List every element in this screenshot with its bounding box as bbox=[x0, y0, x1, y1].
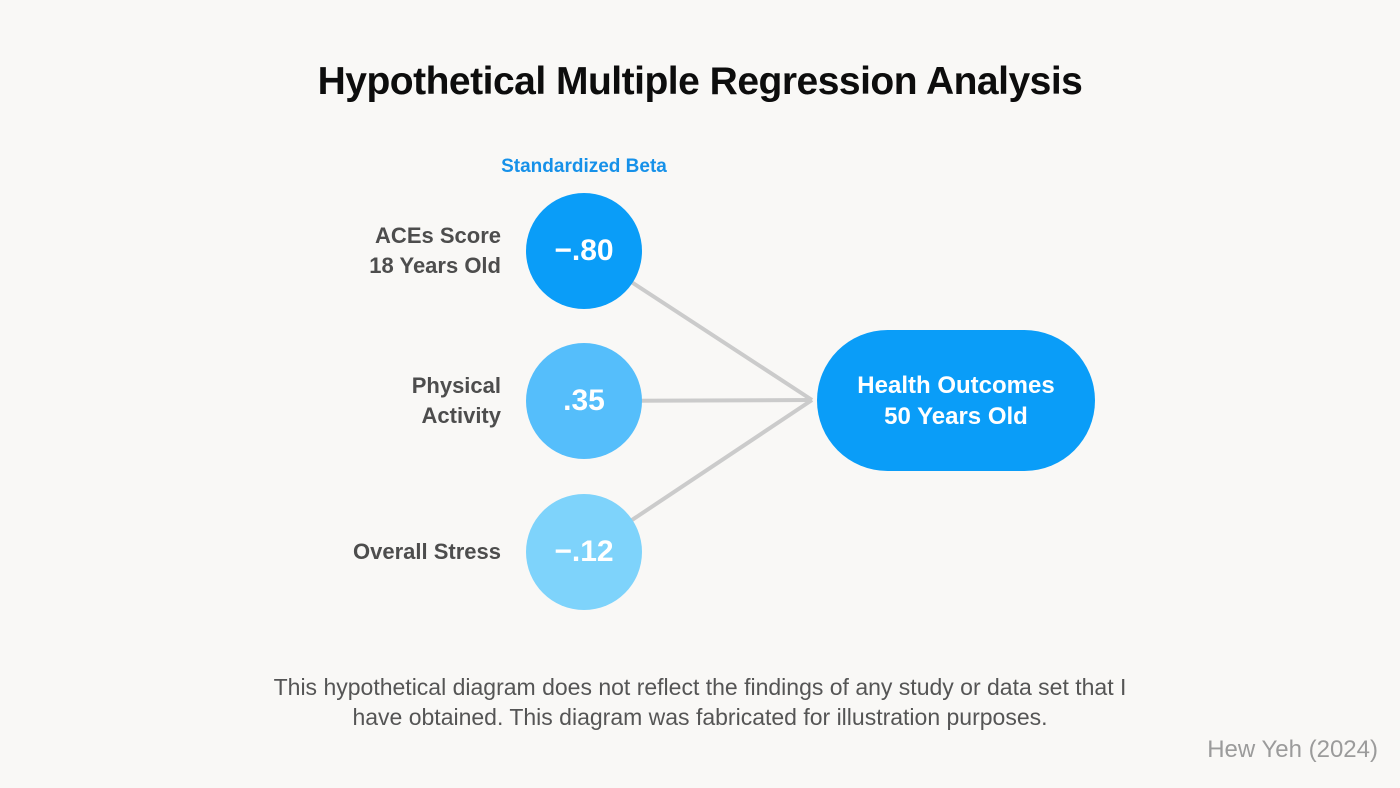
predictor-label-physical-activity: Physical Activity bbox=[181, 343, 501, 459]
beta-value: −.80 bbox=[554, 234, 614, 267]
predictor-node-overall-stress: −.12 bbox=[526, 494, 642, 610]
beta-value: −.12 bbox=[554, 535, 614, 568]
page-title: Hypothetical Multiple Regression Analysi… bbox=[317, 60, 1083, 103]
predictor-node-aces: −.80 bbox=[526, 193, 642, 309]
disclaimer-line: This hypothetical diagram does not refle… bbox=[273, 674, 1127, 700]
predictor-label-line: ACEs Score bbox=[375, 223, 501, 248]
outcome-label-line: 50 Years Old bbox=[884, 402, 1028, 430]
disclaimer-text: This hypothetical diagram does not refle… bbox=[0, 672, 1400, 732]
predictor-label-line: Activity bbox=[421, 403, 501, 428]
predictor-label-overall-stress: Overall Stress bbox=[181, 494, 501, 610]
predictor-label-line: Physical bbox=[411, 373, 501, 398]
beta-column-label: Standardized Beta bbox=[501, 156, 667, 177]
beta-value: .35 bbox=[563, 384, 605, 417]
disclaimer-line: have obtained. This diagram was fabricat… bbox=[352, 704, 1048, 730]
predictor-node-physical-activity: .35 bbox=[526, 343, 642, 459]
outcome-label-line: Health Outcomes bbox=[857, 371, 1055, 399]
predictor-label-aces: ACEs Score 18 Years Old bbox=[181, 193, 501, 309]
predictor-label-line: Overall Stress bbox=[353, 539, 501, 564]
outcome-node-health-outcomes: Health Outcomes 50 Years Old bbox=[817, 330, 1095, 471]
predictor-label-line: 18 Years Old bbox=[369, 253, 501, 278]
attribution-text: Hew Yeh (2024) bbox=[1207, 736, 1378, 763]
